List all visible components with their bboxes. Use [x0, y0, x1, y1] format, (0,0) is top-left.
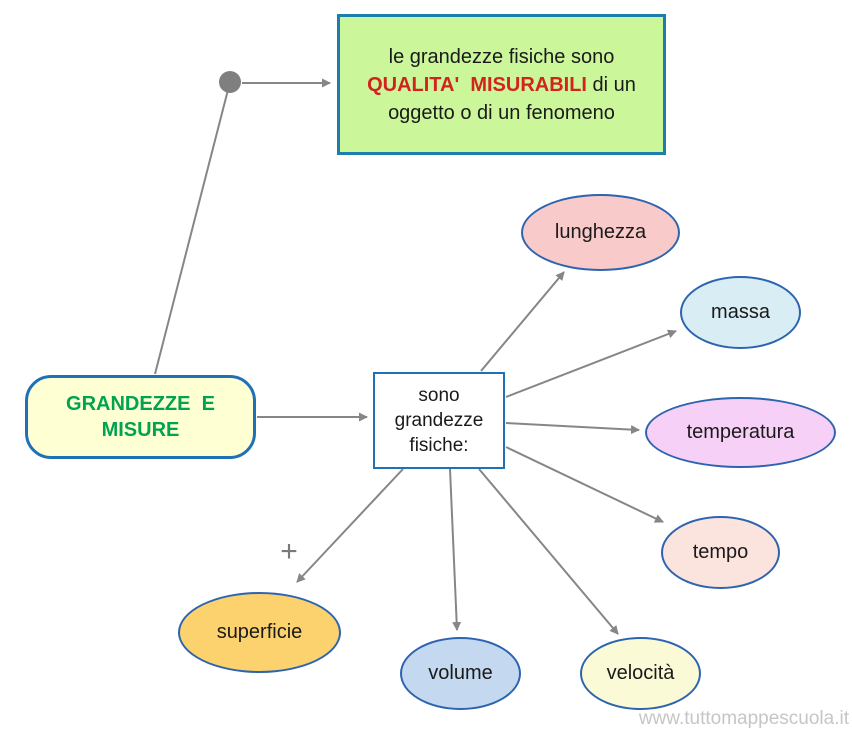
- edge-center-massa: [505, 329, 677, 398]
- node-volume: volume: [400, 637, 521, 710]
- definition-note-box: le grandezze fisiche sono QUALITA' MISUR…: [337, 14, 666, 155]
- node-massa: massa: [680, 276, 801, 349]
- node-velocita: velocità: [580, 637, 701, 710]
- definition-note-text: le grandezze fisiche sono QUALITA' MISUR…: [350, 43, 653, 127]
- plus-annotation: +: [280, 535, 298, 568]
- watermark-text: www.tuttomappescuola.it: [638, 708, 849, 729]
- note-suffix: di un oggetto o di un fenomeno: [388, 73, 636, 124]
- edge-center-superficie: [296, 468, 404, 583]
- node-temperatura: temperatura: [645, 397, 836, 468]
- edge-center-tempo: [505, 446, 664, 523]
- node-sono-grandezze-fisiche: sono grandezze fisiche:: [373, 372, 505, 469]
- node-superficie: superficie: [178, 592, 341, 673]
- note-highlight: QUALITA' MISURABILI: [367, 73, 587, 96]
- note-prefix: le grandezze fisiche sono: [388, 45, 615, 68]
- edge-center-temperatura: [505, 422, 640, 435]
- node-lunghezza: lunghezza: [521, 194, 680, 271]
- node-tempo: tempo: [661, 516, 780, 589]
- edge-center-volume: [449, 468, 462, 631]
- node-grandezze-e-misure: GRANDEZZE E MISURE: [25, 375, 256, 459]
- edge-dot-main: [154, 81, 231, 375]
- edge-center-velocita: [478, 468, 619, 635]
- edge-center-lunghezza: [480, 271, 565, 372]
- junction-dot: [219, 71, 241, 93]
